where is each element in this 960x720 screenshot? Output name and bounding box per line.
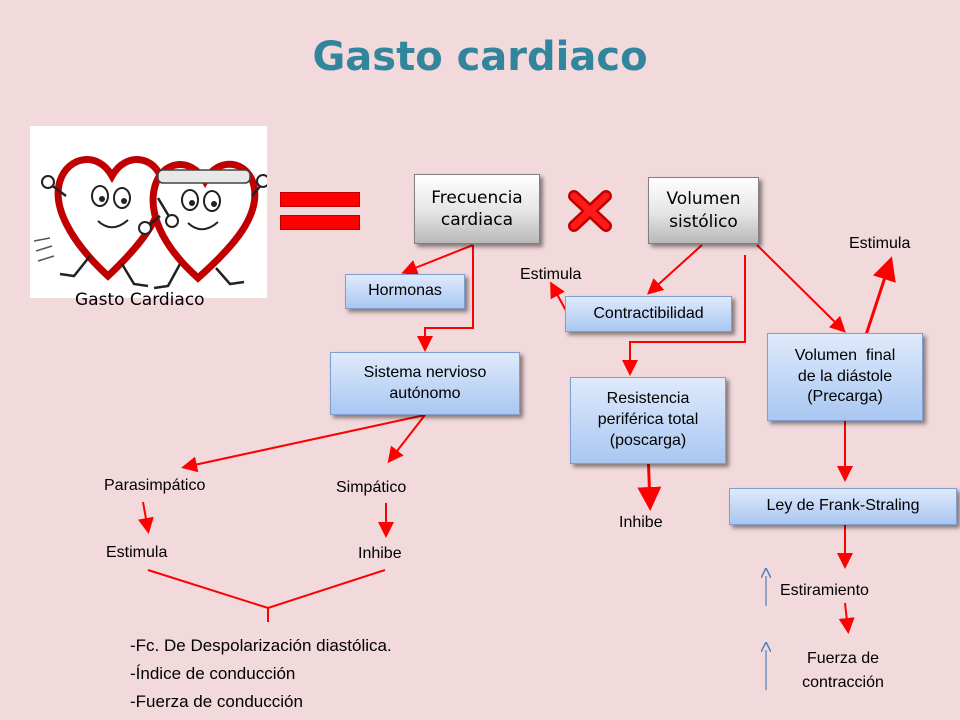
- sistema-nervioso-box: Sistema nervioso autónomo: [330, 352, 520, 415]
- arrow-vs-resistencia: [622, 255, 746, 376]
- box-line: Resistencia: [606, 390, 690, 408]
- list-item: -Fc. De Despolarización diastólica.: [130, 636, 392, 655]
- list-item: -Fuerza de conducción: [130, 692, 303, 711]
- arrow-vs-volumen-final: [756, 244, 846, 333]
- box-line: periférica total: [597, 411, 699, 429]
- label-line: Fuerza de: [806, 650, 880, 667]
- box-line: (poscarga): [609, 431, 687, 449]
- list-item: -Índice de conducción: [130, 664, 296, 683]
- label-parasimpatico: Parasimpático: [104, 477, 206, 494]
- box-line: Volumen final: [794, 346, 896, 364]
- equals-bar-top: [280, 192, 360, 207]
- volumen-sistolico-box: Volumen sistólico: [648, 177, 759, 244]
- volumen-final-diastole-box: Volumen final de la diástole (Precarga): [767, 333, 923, 421]
- arrow-sna-simpatico: [387, 414, 426, 464]
- arrow-fc-sna: [417, 245, 474, 352]
- label-estimula-para: Estimula: [106, 544, 168, 561]
- bracket-effects: [147, 569, 386, 610]
- arrow-para-estimula: [138, 501, 154, 534]
- label-simpatico: Simpático: [336, 479, 407, 496]
- box-line: cardiaca: [440, 210, 514, 230]
- box-line: sistólico: [669, 211, 738, 232]
- box-line: Frecuencia: [431, 187, 523, 208]
- contractibilidad-box: Contractibilidad: [565, 296, 732, 332]
- arrow-fc-hormonas: [401, 244, 474, 276]
- label-line: contracción: [802, 674, 884, 691]
- label-inhibe-resist: Inhibe: [619, 514, 663, 531]
- hearts-clipart: [33, 156, 270, 290]
- equals-bar-bottom: [280, 215, 360, 230]
- box-line: Volumen: [666, 189, 741, 210]
- box-line: Sistema nervioso: [363, 363, 487, 381]
- arrow-estiramiento-fuerza: [838, 602, 855, 634]
- box-line: autónomo: [389, 384, 461, 402]
- page-title: Gasto cardiaco: [312, 34, 648, 80]
- label-estiramiento: Estiramiento: [780, 582, 869, 599]
- label-estimula-precarga: Estimula: [849, 235, 911, 252]
- label-estimula-contract: Estimula: [520, 266, 582, 283]
- arrow-sna-parasimpatico: [181, 414, 426, 473]
- effects-list: -Fc. De Despolarización diastólica. -Índ…: [130, 632, 392, 716]
- resistencia-box: Resistencia periférica total (poscarga): [570, 377, 726, 464]
- box-line: de la diástole: [797, 367, 893, 385]
- image-caption: Gasto Cardiaco: [75, 290, 205, 310]
- running-hearts-image: [30, 126, 270, 298]
- frecuencia-cardiaca-box: Frecuencia cardiaca: [414, 174, 540, 244]
- arrow-precarga-estimula: [864, 256, 896, 336]
- box-line: (Precarga): [807, 388, 883, 406]
- label-inhibe-simp: Inhibe: [358, 545, 402, 562]
- frank-starling-box: Ley de Frank-Straling: [729, 488, 957, 525]
- arrow-vs-contract: [647, 244, 703, 295]
- label-fuerza-contraccion: Fuerza de contracción: [788, 647, 898, 695]
- hormonas-box: Hormonas: [345, 274, 465, 309]
- multiply-icon: [568, 190, 612, 232]
